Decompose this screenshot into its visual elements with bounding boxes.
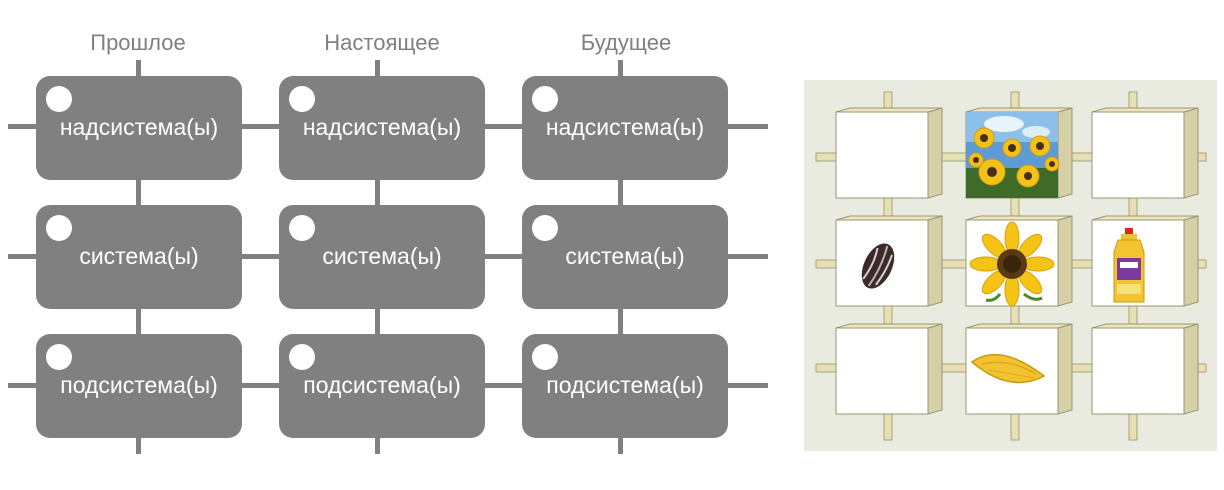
box-present-system: система(ы)	[279, 205, 485, 309]
sunflower-example-panel	[804, 80, 1217, 451]
marker-dot	[46, 344, 72, 370]
box-future-supersystem: надсистема(ы)	[522, 76, 728, 180]
sunflower-field-image	[966, 112, 1060, 198]
box-label: надсистема(ы)	[545, 114, 705, 140]
box-past-subsystem: подсистема(ы)	[36, 334, 242, 438]
sunflower-flower-image	[969, 221, 1055, 307]
marker-dot	[532, 215, 558, 241]
box-label: подсистема(ы)	[60, 372, 218, 398]
box-past-supersystem: надсистема(ы)	[36, 76, 242, 180]
box-label: система(ы)	[565, 243, 685, 269]
cube-empty	[835, 107, 943, 199]
box-label: подсистема(ы)	[546, 372, 704, 398]
oil-bottle-image	[1113, 228, 1145, 303]
box-future-system: система(ы)	[522, 205, 728, 309]
cube-empty	[1091, 323, 1199, 415]
illustrations	[861, 112, 1145, 384]
box-past-system: система(ы)	[36, 205, 242, 309]
cube-empty	[835, 323, 943, 415]
box-future-subsystem: подсистема(ы)	[522, 334, 728, 438]
marker-dot	[46, 86, 72, 112]
marker-dot	[289, 86, 315, 112]
box-label: система(ы)	[322, 243, 442, 269]
marker-dot	[289, 344, 315, 370]
seed-kernel-image	[970, 353, 1046, 384]
sunflower-seed-image	[861, 243, 895, 289]
column-header-present: Настоящее	[324, 30, 440, 55]
box-label: надсистема(ы)	[302, 114, 462, 140]
column-header-future: Будущее	[580, 30, 672, 55]
marker-dot	[289, 215, 315, 241]
marker-dot	[532, 86, 558, 112]
box-label: подсистема(ы)	[303, 372, 461, 398]
cube-empty	[1091, 107, 1199, 199]
column-header-past: Прошлое	[90, 30, 186, 55]
box-present-subsystem: подсистема(ы)	[279, 334, 485, 438]
box-label: система(ы)	[79, 243, 199, 269]
marker-dot	[532, 344, 558, 370]
box-present-supersystem: надсистема(ы)	[279, 76, 485, 180]
box-label: надсистема(ы)	[59, 114, 219, 140]
marker-dot	[46, 215, 72, 241]
